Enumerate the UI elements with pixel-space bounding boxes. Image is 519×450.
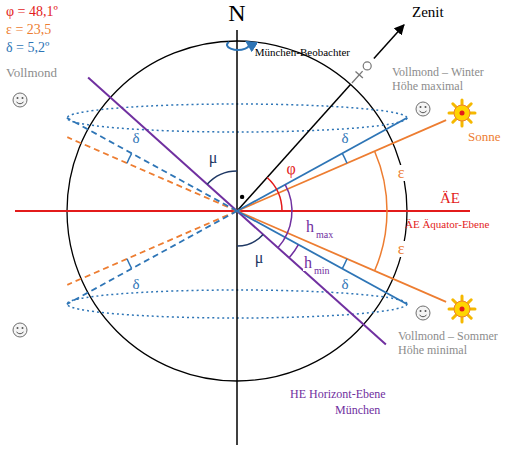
value-label: φ = 48,1º [6,4,58,20]
full-moon-icon [416,306,430,320]
angle-label: h [305,219,315,235]
sun-line [237,120,446,211]
mu-arc [207,171,237,184]
moon-mouth [420,315,427,317]
moon-label: Vollmond – Winter [392,66,484,80]
horizon-plane [237,211,386,345]
sun-ray [453,104,457,108]
full-moon-icon [13,323,27,337]
height-max-arc [278,185,292,248]
latitude-arc [267,178,282,212]
sun-label: Sonne [468,130,501,145]
sun-ray [470,308,475,311]
moon-line-dashed [67,118,237,211]
moon-mouth [17,102,24,104]
moon-label: Höhe maximal [392,80,463,94]
inclination-arc [342,153,347,163]
full-moon-icon [13,93,27,107]
moon-eye [420,106,422,108]
earth-axis [236,30,238,445]
inclination-arc [342,259,347,269]
sun-ray [470,112,475,115]
moon-line [237,118,407,211]
moon-eye [425,106,427,108]
moon-eye [22,97,24,99]
observer-head [363,62,371,70]
observer-arms [356,72,363,79]
sun-ray [461,296,464,301]
angle-label: φ [285,161,296,177]
angle-label: δ [131,277,140,292]
angle-label: μ [208,150,219,166]
sun-ray [453,315,457,319]
sun-line-dashed [67,137,237,211]
mu-arc [237,234,263,246]
plane-label: München [335,404,380,418]
moon-label: Vollmond [6,66,57,81]
angle-label: δ [131,131,140,146]
sun-ray [468,300,472,304]
sun-icon [454,301,470,317]
value-label: δ = 5,2º [6,40,49,56]
observer-body [352,71,363,83]
horizon-plane [88,77,237,211]
moon-label: Höhe minimal [398,344,467,358]
sun-ray [453,119,457,123]
angle-subscript: max [316,229,333,241]
sun-ray [449,112,454,115]
moon-label: Vollmond – Sommer [398,330,498,344]
moon-eye [425,310,427,312]
sun-ray [461,121,464,126]
moon-mouth [420,111,427,113]
sun-core [460,111,465,116]
zenith-line [237,85,351,212]
sun-line-dashed [67,211,237,285]
inclination-arc [127,259,132,269]
angle-label: μ [254,250,265,266]
north-label: N [228,0,245,28]
plane-label: ÄE [440,190,460,207]
sun-ray [461,317,464,322]
plane-label: HE Horizont-Ebene [290,388,386,402]
moon-mouth [17,332,24,334]
sun-ray [453,300,457,304]
rotation-arrow [227,42,249,50]
moon-eye [17,97,19,99]
observer-label: München-Beobachter [255,46,350,59]
moon-line-dashed [67,211,237,304]
zenith-label: Zenit [412,4,444,21]
value-label: ε = 23,5 [6,22,51,38]
angle-label: δ [340,131,349,146]
sun-ray [461,100,464,105]
moon-eye [17,327,19,329]
moon-eye [420,310,422,312]
full-moon-icon [416,102,430,116]
obliquity-arc [375,151,387,211]
angle-label: ε [397,165,406,181]
angle-label: δ [340,277,349,292]
angle-label: ε [397,241,406,257]
sun-ray [449,308,454,311]
height-min-arc [289,245,298,258]
inclination-arc [127,153,132,163]
moon-line [237,211,407,304]
equator-plane [15,210,470,212]
zenith-arrow [374,25,404,59]
obliquity-arc [375,211,387,271]
sun-core [460,307,465,312]
moon-eye [22,327,24,329]
sun-ray [468,104,472,108]
sun-icon [454,105,470,121]
sun-ray [468,315,472,319]
angle-label: h [303,255,313,271]
plane-label: ÄE Äquator-Ebene [405,218,489,231]
sun-ray [468,119,472,123]
angle-subscript: min [314,265,330,277]
right-angle-dot [240,195,244,199]
